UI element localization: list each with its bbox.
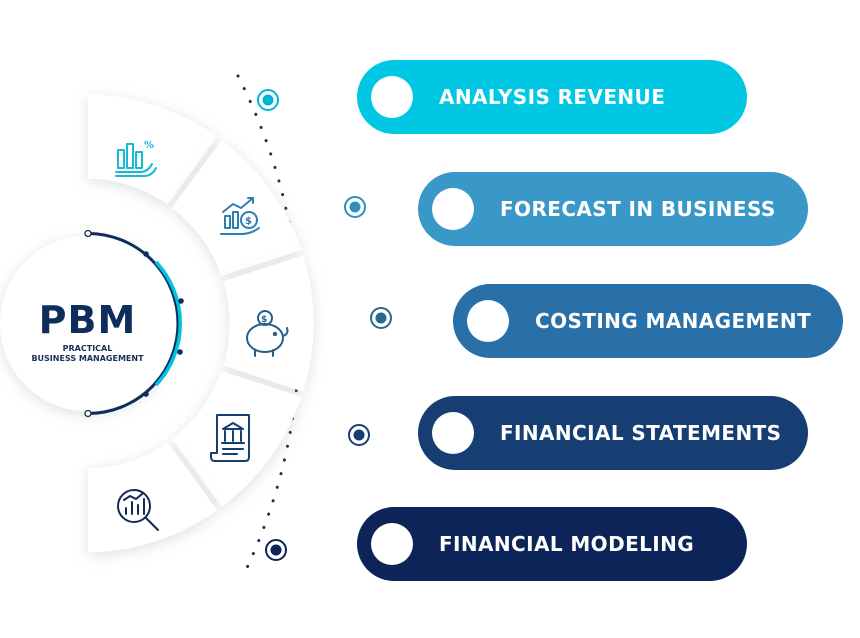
center-arc-highlight xyxy=(154,260,183,387)
item-bullet xyxy=(371,76,413,118)
segment-1 xyxy=(88,94,218,205)
item-financial-modeling: FINANCIAL MODELING xyxy=(357,507,747,581)
svg-text:$: $ xyxy=(245,216,252,227)
segment-5 xyxy=(88,442,218,553)
item-bullet xyxy=(467,300,509,342)
ring-dot-2 xyxy=(344,196,366,218)
svg-text:$: $ xyxy=(261,315,267,325)
item-bullet xyxy=(371,523,413,565)
center-subtitle-line2: BUSINESS MANAGEMENT xyxy=(31,354,144,363)
item-label: FINANCIAL MODELING xyxy=(439,532,695,556)
arc-dot-1 xyxy=(143,251,149,257)
item-label: FINANCIAL STATEMENTS xyxy=(500,421,782,445)
item-bullet xyxy=(432,412,474,454)
ring-dot-4 xyxy=(348,424,370,446)
item-bullet xyxy=(432,188,474,230)
item-label: FORECAST IN BUSINESS xyxy=(500,197,776,221)
growth-money-icon: $ xyxy=(220,197,260,235)
magnifier-chart-icon xyxy=(117,489,159,531)
ring-dot-3 xyxy=(370,307,392,329)
segment-ring xyxy=(88,94,314,553)
arc-end-dot-bottom xyxy=(84,409,92,418)
bank-document-icon xyxy=(210,414,250,462)
center-subtitle-line1: PRACTICAL xyxy=(62,344,113,353)
center-abbreviation: PBM xyxy=(38,298,137,342)
ring-dot-1 xyxy=(257,89,279,111)
arc-dot-4 xyxy=(143,391,149,397)
center-arc xyxy=(87,232,180,415)
item-label: ANALYSIS REVENUE xyxy=(439,85,666,109)
center-circle xyxy=(0,235,176,412)
item-forecast-in-business: FORECAST IN BUSINESS xyxy=(418,172,808,246)
segment-2 xyxy=(171,140,302,276)
ring-dot-5 xyxy=(265,539,287,561)
arc-dot-3 xyxy=(177,349,183,355)
item-financial-statements: FINANCIAL STATEMENTS xyxy=(418,396,808,470)
item-costing-management: COSTING MANAGEMENT xyxy=(453,284,843,358)
item-label: COSTING MANAGEMENT xyxy=(535,309,812,333)
arc-dot-2 xyxy=(178,298,184,304)
chart-hand-icon: % xyxy=(115,140,157,177)
item-analysis-revenue: ANALYSIS REVENUE xyxy=(357,60,747,134)
svg-text:%: % xyxy=(144,140,154,151)
piggy-bank-icon: $ xyxy=(246,310,289,357)
segment-4 xyxy=(171,371,302,507)
arc-end-dot-top xyxy=(84,229,92,238)
